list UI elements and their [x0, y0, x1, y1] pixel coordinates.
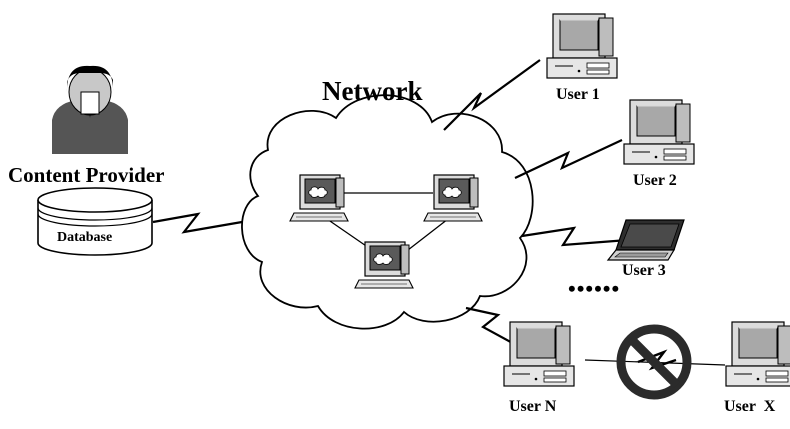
- user-2-label: User 2: [633, 172, 677, 189]
- more-users-ellipsis: ••••••: [568, 276, 621, 301]
- link-user3-icon: [521, 226, 629, 247]
- prohibited-icon: [616, 324, 692, 400]
- database-icon: [37, 187, 153, 256]
- user-x-label: User X: [724, 398, 776, 415]
- database-label: Database: [57, 230, 113, 245]
- link-user1-icon: [443, 59, 541, 131]
- network-cloud: [241, 94, 534, 330]
- user-3-laptop-icon: [607, 219, 685, 261]
- user-n-computer-icon: [503, 321, 575, 387]
- link-provider-icon: [152, 212, 243, 234]
- content-provider-person-icon: [52, 65, 128, 154]
- user-1-computer-icon: [546, 13, 618, 79]
- link-usern-icon: [465, 306, 519, 347]
- content-provider-label: Content Provider: [8, 163, 165, 187]
- user-x-computer-icon: [725, 321, 790, 387]
- user-n-label: User N: [509, 398, 557, 415]
- user-2-computer-icon: [623, 99, 695, 165]
- link-user2-icon: [514, 139, 623, 179]
- wireless-links: [152, 59, 629, 347]
- user-3-label: User 3: [622, 262, 666, 279]
- network-label: Network: [322, 76, 423, 106]
- user-1-label: User 1: [556, 86, 600, 103]
- blocked-link: [584, 324, 726, 400]
